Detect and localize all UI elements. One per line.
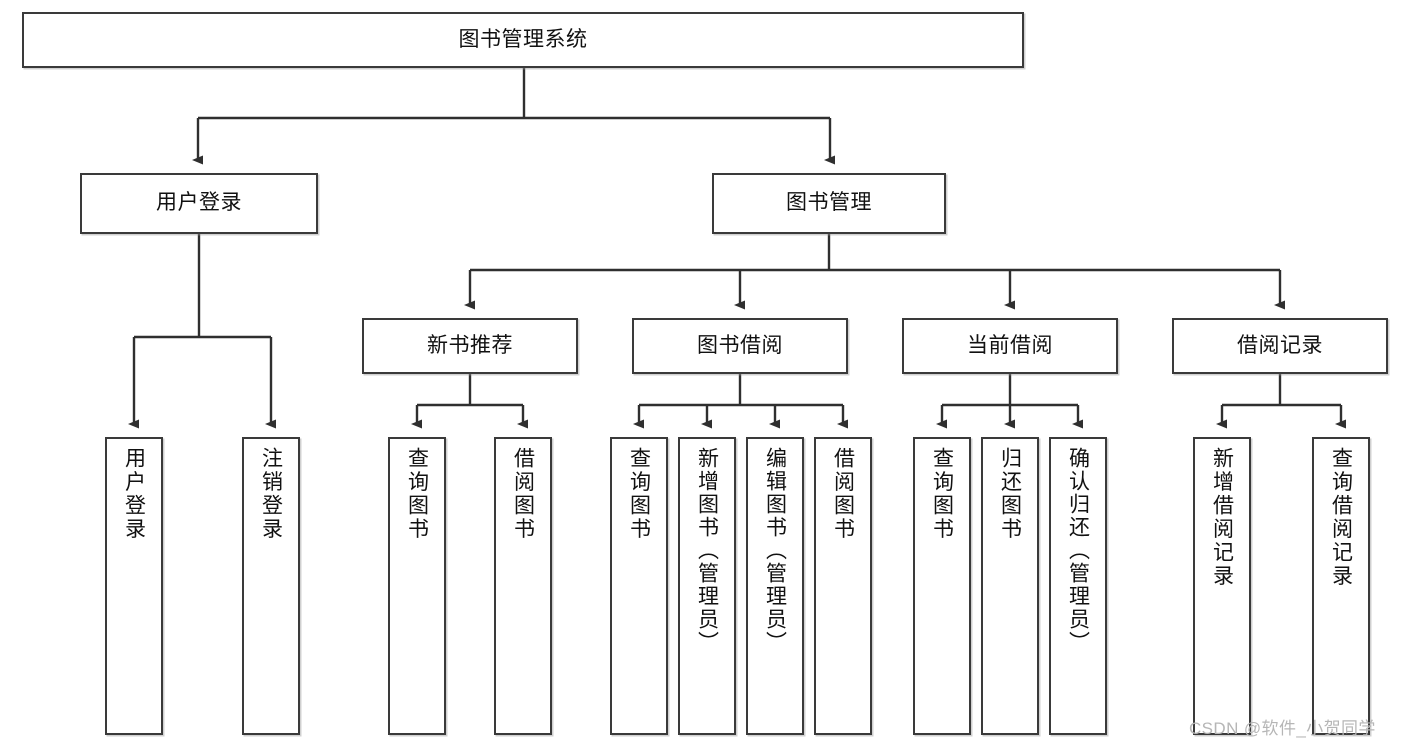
node-label: 图书借阅 xyxy=(697,333,783,357)
leaf-add-borrow-record[interactable]: 新增借阅记录 xyxy=(1193,437,1251,735)
node-label: 图书管理系统 xyxy=(458,27,588,51)
node-label: 借阅记录 xyxy=(1237,333,1323,357)
node-root-book-management-system[interactable]: 图书管理系统 xyxy=(22,12,1024,68)
leaf-edit-book-admin[interactable]: 编辑图书（管理员） xyxy=(746,437,804,735)
leaf-borrow-book[interactable]: 借阅图书 xyxy=(814,437,872,735)
node-label: 编辑图书（管理员） xyxy=(763,447,787,654)
leaf-query-borrow-record[interactable]: 查询借阅记录 xyxy=(1312,437,1370,735)
node-label: 查询借阅记录 xyxy=(1329,447,1353,588)
node-label: 查询图书 xyxy=(930,447,954,541)
node-book-management[interactable]: 图书管理 xyxy=(712,173,946,234)
node-label: 查询图书 xyxy=(627,447,651,541)
leaf-borrow-book-recommend[interactable]: 借阅图书 xyxy=(494,437,552,735)
node-label: 用户登录 xyxy=(156,191,242,215)
node-label: 注销登录 xyxy=(259,447,283,541)
leaf-confirm-return-admin[interactable]: 确认归还（管理员） xyxy=(1049,437,1107,735)
leaf-query-book-current[interactable]: 查询图书 xyxy=(913,437,971,735)
leaf-query-book-borrow[interactable]: 查询图书 xyxy=(610,437,668,735)
csdn-watermark: CSDN @软件_小贺同学 xyxy=(1189,719,1376,738)
leaf-return-book[interactable]: 归还图书 xyxy=(981,437,1039,735)
node-label: 新增借阅记录 xyxy=(1210,447,1234,588)
node-current-borrowing[interactable]: 当前借阅 xyxy=(902,318,1118,374)
node-user-login[interactable]: 用户登录 xyxy=(80,173,318,234)
node-label: 借阅图书 xyxy=(831,447,855,541)
node-book-borrowing[interactable]: 图书借阅 xyxy=(632,318,848,374)
node-label: 查询图书 xyxy=(405,447,429,541)
node-new-book-recommendation[interactable]: 新书推荐 xyxy=(362,318,578,374)
node-label: 用户登录 xyxy=(122,447,146,541)
leaf-query-book-recommend[interactable]: 查询图书 xyxy=(388,437,446,735)
node-borrowing-record[interactable]: 借阅记录 xyxy=(1172,318,1388,374)
node-label: 借阅图书 xyxy=(511,447,535,541)
leaf-logout[interactable]: 注销登录 xyxy=(242,437,300,735)
node-label: 新书推荐 xyxy=(427,333,513,357)
node-label: 归还图书 xyxy=(998,447,1022,541)
node-label: 图书管理 xyxy=(786,191,872,215)
leaf-add-book-admin[interactable]: 新增图书（管理员） xyxy=(678,437,736,735)
node-label: 当前借阅 xyxy=(967,333,1053,357)
node-label: 新增图书（管理员） xyxy=(695,447,719,654)
node-label: 确认归还（管理员） xyxy=(1066,447,1090,654)
leaf-user-login[interactable]: 用户登录 xyxy=(105,437,163,735)
